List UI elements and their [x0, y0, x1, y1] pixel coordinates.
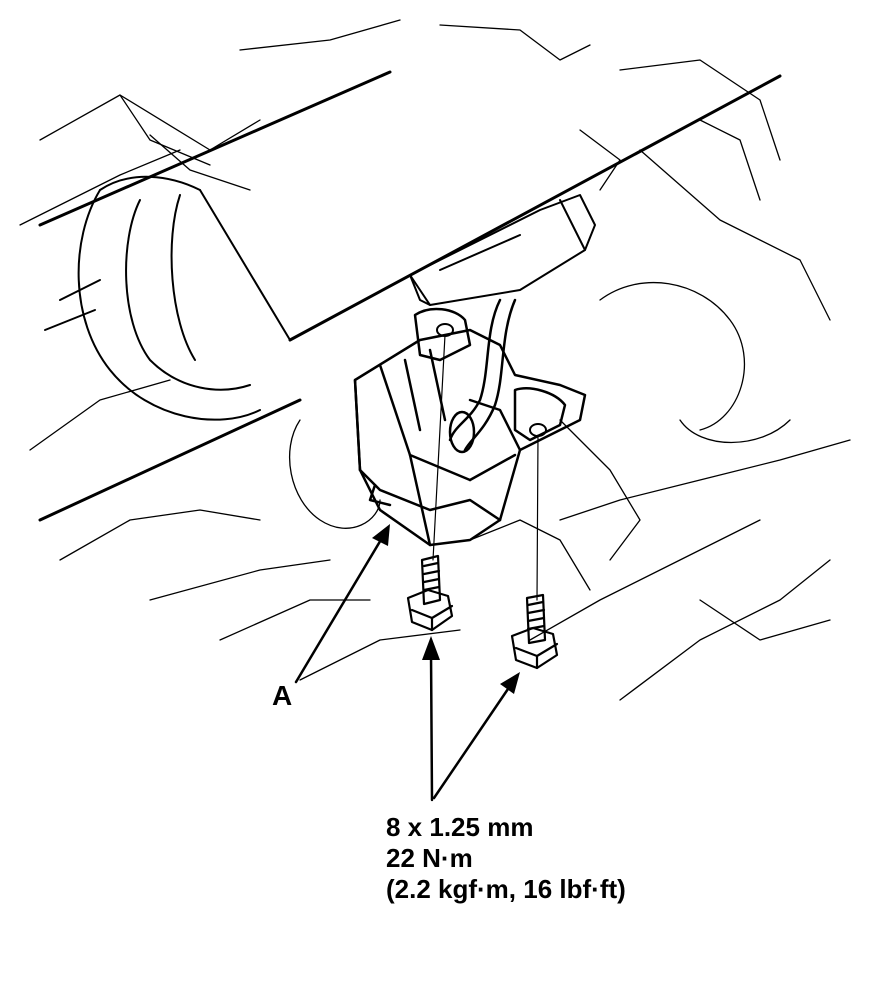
callout-a-leader — [294, 536, 384, 684]
callout-leaders — [294, 524, 520, 802]
pipe-bracket — [409, 194, 596, 306]
torque-nm: 22 N·m — [386, 843, 473, 873]
callout-a-arrowhead — [372, 524, 390, 546]
callout-a-label: A — [272, 680, 293, 711]
bolt-center-lines — [432, 334, 539, 601]
rubber-mount-a — [353, 307, 587, 547]
bolt-size: 8 x 1.25 mm — [386, 812, 534, 842]
bolt-leader-right — [432, 684, 512, 800]
torque-alt-units: (2.2 kgf·m, 16 lbf·ft) — [386, 874, 626, 904]
bolt-leader-left-arrowhead — [422, 636, 440, 660]
bolt-right — [510, 593, 559, 670]
exhaust-pipe — [38, 70, 782, 522]
underbody-structure — [19, 19, 851, 701]
bolt-leader-left — [429, 650, 434, 802]
hanger-rod — [448, 298, 517, 454]
bolt-leader-right-arrowhead — [500, 672, 520, 694]
bolt-torque-spec: 8 x 1.25 mm 22 N·m (2.2 kgf·m, 16 lbf·ft… — [386, 812, 626, 905]
bolt-left — [406, 554, 454, 632]
